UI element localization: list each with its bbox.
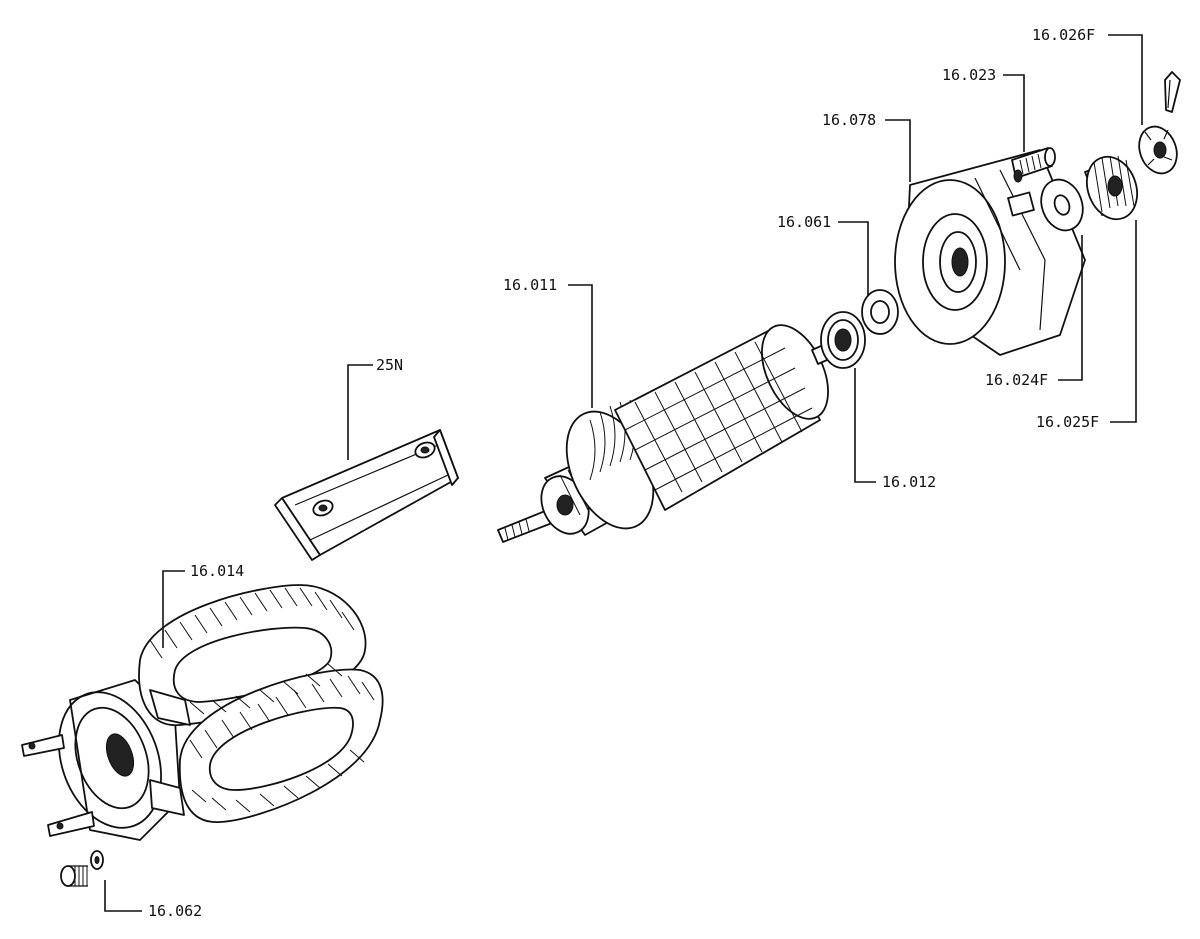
pinion-gear bbox=[1084, 155, 1138, 221]
label-16-061: 16.061 bbox=[777, 213, 831, 231]
housing-screw bbox=[1011, 147, 1056, 183]
label-16-023: 16.023 bbox=[942, 66, 996, 84]
label-16-026F: 16.026F bbox=[1032, 26, 1095, 44]
field-coil-assembly bbox=[21, 584, 384, 841]
pole-shoe bbox=[274, 429, 459, 561]
label-16-014: 16.014 bbox=[190, 562, 244, 580]
label-16-012: 16.012 bbox=[882, 473, 936, 491]
armature bbox=[497, 324, 837, 543]
part-labels: 16.026F 16.023 16.078 16.061 16.011 25N … bbox=[148, 26, 1099, 920]
label-25N: 25N bbox=[376, 356, 403, 374]
label-16-025F: 16.025F bbox=[1036, 413, 1099, 431]
screw-and-washer bbox=[60, 850, 104, 887]
label-16-011: 16.011 bbox=[503, 276, 557, 294]
castle-nut bbox=[1138, 125, 1178, 175]
label-16-078: 16.078 bbox=[822, 111, 876, 129]
cotter-pin bbox=[1164, 71, 1181, 113]
washer bbox=[1040, 178, 1084, 232]
leader-lines bbox=[104, 34, 1143, 912]
label-16-024F: 16.024F bbox=[985, 371, 1048, 389]
label-16-062: 16.062 bbox=[148, 902, 202, 920]
bearing-16-012 bbox=[820, 311, 866, 369]
bearing-16-061 bbox=[861, 289, 899, 335]
